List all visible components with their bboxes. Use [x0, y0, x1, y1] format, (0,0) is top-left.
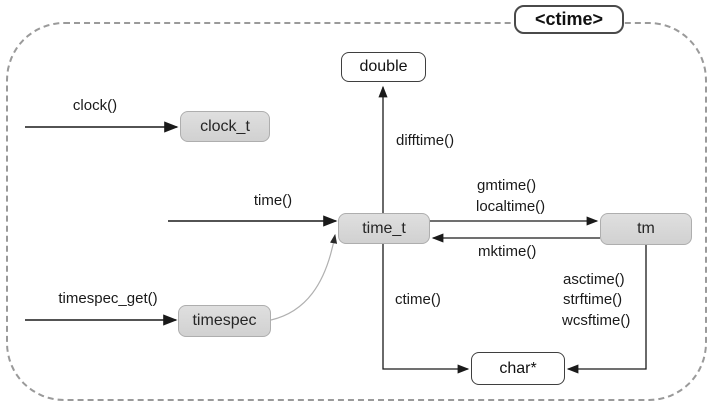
edge-label-strftime: strftime() — [563, 291, 623, 308]
arrow-ctime — [382, 244, 470, 374]
edge-label-ctime: ctime() — [395, 291, 441, 308]
node-time-t: time_t — [338, 213, 430, 244]
edge-label-difftime: difftime() — [396, 132, 455, 149]
edge-label-mktime: mktime() — [478, 243, 537, 260]
node-timespec: timespec — [178, 305, 271, 337]
curve-timespec-to-time-t — [270, 233, 338, 321]
diagram-frame — [6, 22, 707, 401]
node-double-label: double — [359, 58, 408, 75]
node-clock-t-label: clock_t — [200, 117, 250, 135]
node-tm: tm — [600, 213, 692, 245]
node-time-t-label: time_t — [362, 219, 406, 237]
diagram-title: <ctime> — [534, 9, 604, 29]
edge-label-timespec-get: timespec_get() — [58, 290, 158, 307]
node-clock-t: clock_t — [180, 111, 270, 142]
edge-label-localtime: localtime() — [476, 198, 546, 215]
edge-label-clock: clock() — [72, 97, 118, 114]
edge-label-time: time() — [253, 192, 293, 209]
node-double: double — [341, 52, 426, 82]
node-char-pointer-label: char* — [499, 359, 537, 377]
edge-label-wcsftime: wcsftime() — [562, 312, 631, 329]
diagram-title-box: <ctime> — [514, 5, 624, 34]
node-timespec-label: timespec — [192, 312, 257, 329]
arrow-asctime-strftime-wcsftime — [566, 245, 647, 374]
edge-label-gmtime: gmtime() — [477, 177, 537, 194]
node-char-pointer: char* — [471, 352, 565, 385]
edge-label-asctime: asctime() — [563, 271, 625, 288]
node-tm-label: tm — [637, 220, 655, 237]
